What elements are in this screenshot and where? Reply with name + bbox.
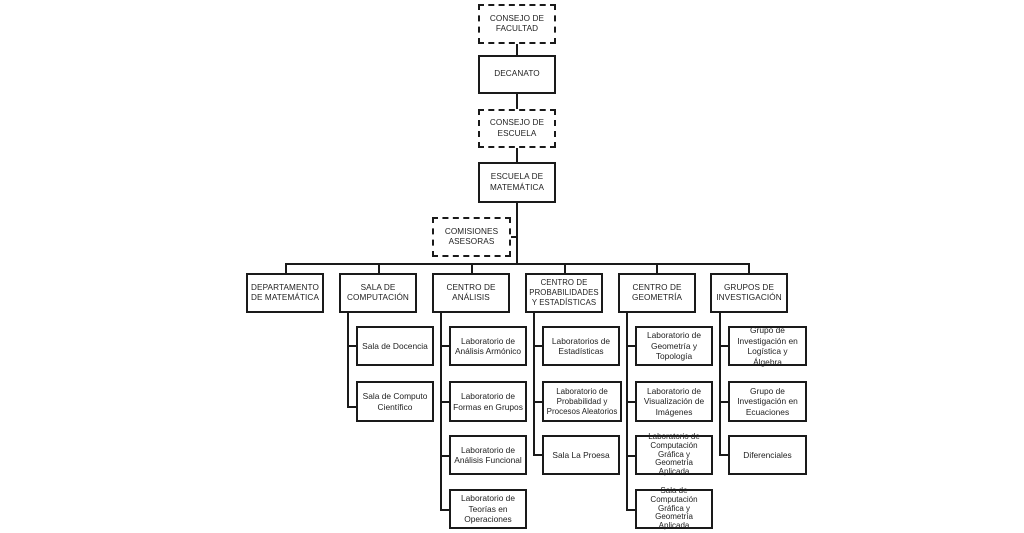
node-label: Laboratorio de Visualización de Imágenes — [643, 385, 705, 417]
node-centro-geometria[interactable]: CENTRO DE GEOMETRÍA — [618, 273, 696, 313]
connector-line — [440, 455, 449, 457]
connector-line — [285, 263, 287, 273]
node-sala-computacion[interactable]: SALA DE COMPUTACIÓN — [339, 273, 417, 313]
connector-line — [626, 345, 635, 347]
node-comisiones-asesoras[interactable]: COMISIONES ASESORAS — [432, 217, 511, 257]
node-lab-teorias-operaciones[interactable]: Laboratorio de Teorías en Operaciones — [449, 489, 527, 529]
node-label: Sala de Computo Científico — [362, 391, 428, 412]
node-labs-estadisticas[interactable]: Laboratorios de Estadísticas — [542, 326, 620, 366]
connector-spine — [533, 312, 535, 455]
node-label: ESCUELA DE MATEMÁTICA — [489, 172, 545, 192]
node-consejo-escuela[interactable]: CONSEJO DE ESCUELA — [478, 109, 556, 148]
node-label: Sala La Proesa — [552, 449, 610, 460]
connector-line — [510, 236, 517, 238]
node-label: Laboratorio de Formas en Grupos — [453, 391, 523, 412]
connector-line — [440, 345, 449, 347]
node-decanato[interactable]: DECANATO — [478, 55, 556, 94]
node-grupo-ecuaciones[interactable]: Grupo de Investigación en Ecuaciones — [728, 381, 807, 422]
connector-line — [440, 401, 449, 403]
connector-line — [440, 509, 449, 511]
node-label: DEPARTAMENTO DE MATEMÁTICA — [250, 282, 319, 302]
node-label: Sala de Computación Gráfica y Geometría … — [650, 486, 698, 531]
node-grupos-investigacion[interactable]: GRUPOS DE INVESTIGACIÓN — [710, 273, 788, 313]
node-lab-computacion-grafica[interactable]: Laboratorio de Computación Gráfica y Geo… — [635, 432, 713, 477]
connector-line — [471, 263, 473, 273]
node-lab-analisis-funcional[interactable]: Laboratorio de Análisis Funcional — [449, 435, 527, 475]
connector-line — [533, 454, 542, 456]
node-grupo-logistica-algebra[interactable]: Grupo de Investigación en Logística y Ál… — [728, 325, 807, 367]
node-label: Laboratorio de Análisis Armónico — [454, 335, 522, 357]
node-sala-computo-cientifico[interactable]: Sala de Computo Científico — [356, 381, 434, 422]
connector-line — [347, 345, 356, 347]
connector-line — [347, 406, 356, 408]
node-sala-docencia[interactable]: Sala de Docencia — [356, 326, 434, 366]
node-label: Sala de Docencia — [362, 340, 428, 351]
node-label: Laboratorio de Computación Gráfica y Geo… — [648, 432, 700, 477]
node-centro-probabilidades[interactable]: CENTRO DE PROBABILIDADES Y ESTADÍSTICAS — [525, 273, 603, 313]
connector-line — [626, 455, 635, 457]
connector-line — [378, 263, 380, 273]
connector-line — [516, 147, 518, 162]
node-centro-analisis[interactable]: CENTRO DE ANÁLISIS — [432, 273, 510, 313]
node-label: Laboratorio de Análisis Funcional — [454, 444, 522, 466]
node-escuela-matematica[interactable]: ESCUELA DE MATEMÁTICA — [478, 162, 556, 203]
node-label: Laboratorios de Estadísticas — [551, 335, 611, 357]
node-label: Diferenciales — [743, 449, 792, 460]
node-lab-formas-grupos[interactable]: Laboratorio de Formas en Grupos — [449, 381, 527, 422]
connector-spine — [440, 312, 442, 510]
node-label: Laboratorio de Geometría y Topología — [646, 330, 701, 362]
node-sala-computacion-grafica[interactable]: Sala de Computación Gráfica y Geometría … — [635, 486, 713, 531]
node-label: CENTRO DE PROBABILIDADES Y ESTADÍSTICAS — [529, 278, 599, 307]
node-label: GRUPOS DE INVESTIGACIÓN — [716, 282, 782, 302]
node-label: CENTRO DE ANÁLISIS — [446, 282, 496, 302]
connector-line — [516, 43, 518, 55]
connector-line — [719, 401, 728, 403]
connector-spine — [347, 312, 349, 407]
node-label: SALA DE COMPUTACIÓN — [347, 282, 409, 302]
node-label: Laboratorio de Probabilidad y Procesos A… — [546, 386, 618, 416]
connector-line — [516, 93, 518, 109]
node-sala-la-proesa[interactable]: Sala La Proesa — [542, 435, 620, 475]
node-label: CONSEJO DE FACULTAD — [489, 13, 545, 33]
node-lab-probabilidad-procesos[interactable]: Laboratorio de Probabilidad y Procesos A… — [542, 381, 622, 422]
connector-line — [626, 509, 635, 511]
node-diferenciales[interactable]: Diferenciales — [728, 435, 807, 475]
connector-spine — [719, 312, 721, 455]
node-lab-visualizacion-imagenes[interactable]: Laboratorio de Visualización de Imágenes — [635, 381, 713, 422]
connector-line — [516, 202, 518, 265]
node-label: CONSEJO DE ESCUELA — [489, 118, 545, 138]
connector-line — [533, 345, 542, 347]
node-consejo-facultad[interactable]: CONSEJO DE FACULTAD — [478, 4, 556, 44]
node-lab-geometria-topologia[interactable]: Laboratorio de Geometría y Topología — [635, 326, 713, 366]
connector-line — [719, 454, 728, 456]
connector-spine — [626, 312, 628, 510]
node-label: Grupo de Investigación en Logística y Ál… — [737, 325, 798, 367]
connector-line — [564, 263, 566, 273]
connector-line — [719, 345, 728, 347]
connector-line — [656, 263, 658, 273]
node-departamento-matematica[interactable]: DEPARTAMENTO DE MATEMÁTICA — [246, 273, 324, 313]
node-label: COMISIONES ASESORAS — [444, 226, 499, 246]
connector-line — [533, 401, 542, 403]
connector-line — [626, 401, 635, 403]
node-label: Grupo de Investigación en Ecuaciones — [737, 385, 798, 417]
connector-line — [748, 263, 750, 273]
node-label: DECANATO — [494, 69, 540, 79]
node-label: Laboratorio de Teorías en Operaciones — [460, 493, 515, 525]
connector-bus — [285, 263, 749, 265]
node-lab-analisis-armonico[interactable]: Laboratorio de Análisis Armónico — [449, 326, 527, 366]
node-label: CENTRO DE GEOMETRÍA — [631, 282, 683, 302]
